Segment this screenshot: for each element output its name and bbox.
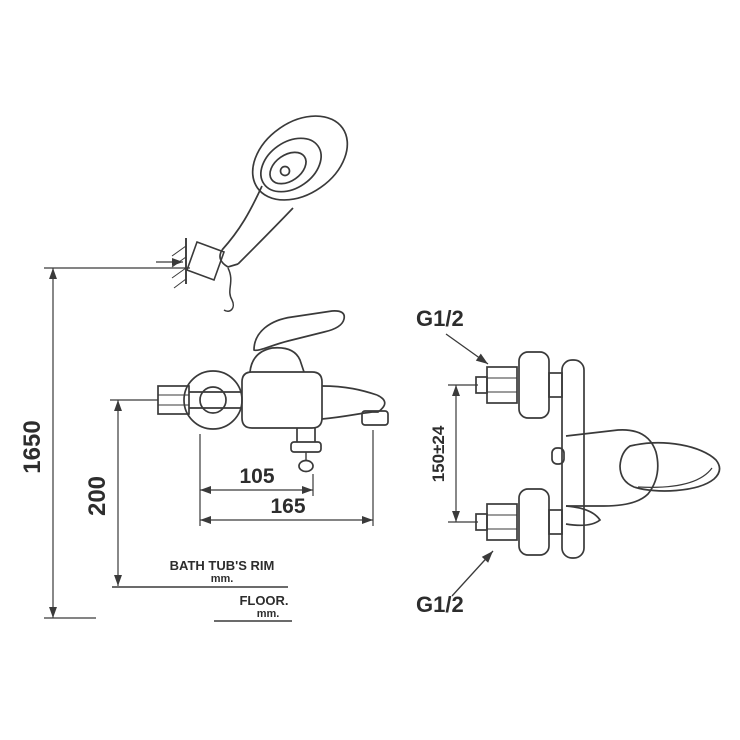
body-profile: [565, 429, 659, 507]
spout-nose: [372, 394, 386, 413]
escutcheon-hub: [199, 386, 227, 414]
top-escutcheon: [518, 351, 550, 419]
dim-105-label: 105: [239, 465, 274, 488]
spout-top-edge: [321, 385, 378, 396]
dimension-rim-height: [110, 399, 158, 586]
shower-handle-edge-left: [221, 185, 263, 251]
bracket-body: [185, 240, 226, 282]
shower-face-plate: [260, 137, 322, 193]
dim-1650-label: 1650: [19, 420, 46, 473]
diverter-knob: [298, 459, 314, 473]
shower-handle-edge-right: [237, 207, 294, 265]
top-neck: [548, 372, 563, 398]
dim-200-label: 200: [84, 476, 111, 516]
spout-aerator: [361, 410, 389, 426]
top-thread-label: G1/2: [416, 306, 464, 331]
bath-tub-rim-label: BATH TUB'S RIM: [170, 558, 275, 573]
side-lever-detail: [637, 467, 713, 488]
lever-handle: [253, 310, 346, 352]
dimension-mount-spacing: [448, 384, 478, 523]
spout-bottom-edge: [321, 411, 373, 420]
top-thread-leader-arrow: [445, 333, 489, 365]
bath-tub-rim-unit: mm.: [211, 573, 234, 585]
mixer-side-view: [475, 351, 721, 559]
dimension-floor-height: [44, 267, 190, 619]
bottom-hex-nut: [486, 503, 518, 541]
side-lever-handle: [619, 442, 721, 492]
wall-hatch-3: [171, 267, 187, 279]
dimension-reach: [199, 430, 374, 526]
escutcheon-flange: [183, 370, 243, 430]
dim-165-label: 165: [270, 495, 305, 518]
shower-spray-ring: [269, 151, 307, 185]
bottom-thread-leader-arrow: [451, 550, 494, 597]
bottom-escutcheon: [518, 488, 550, 556]
shower-center-cap: [279, 165, 291, 177]
top-hex-nut: [486, 366, 518, 404]
side-outlet-detail: [551, 447, 565, 465]
hand-shower: [219, 115, 349, 312]
floor-label: FLOOR.: [239, 593, 288, 608]
shower-handle-end: [219, 249, 239, 268]
lever-dome: [249, 346, 305, 373]
bottom-thread-label: G1/2: [416, 592, 464, 617]
body-back-plate: [561, 359, 585, 559]
shower-head-outline: [251, 115, 349, 201]
shower-wall-bracket: [156, 238, 226, 289]
floor-unit: mm.: [257, 608, 280, 620]
wall-hatch-1: [171, 245, 187, 257]
side-spout-tip: [565, 505, 602, 527]
diverter-collar: [290, 441, 322, 453]
mixer-body: [241, 371, 323, 429]
shower-hose: [223, 267, 235, 312]
mixer-front-view: [157, 310, 389, 473]
bottom-neck: [548, 509, 563, 535]
dim-150-label: 150±24: [429, 425, 448, 482]
wall-hatch-4: [173, 278, 187, 289]
